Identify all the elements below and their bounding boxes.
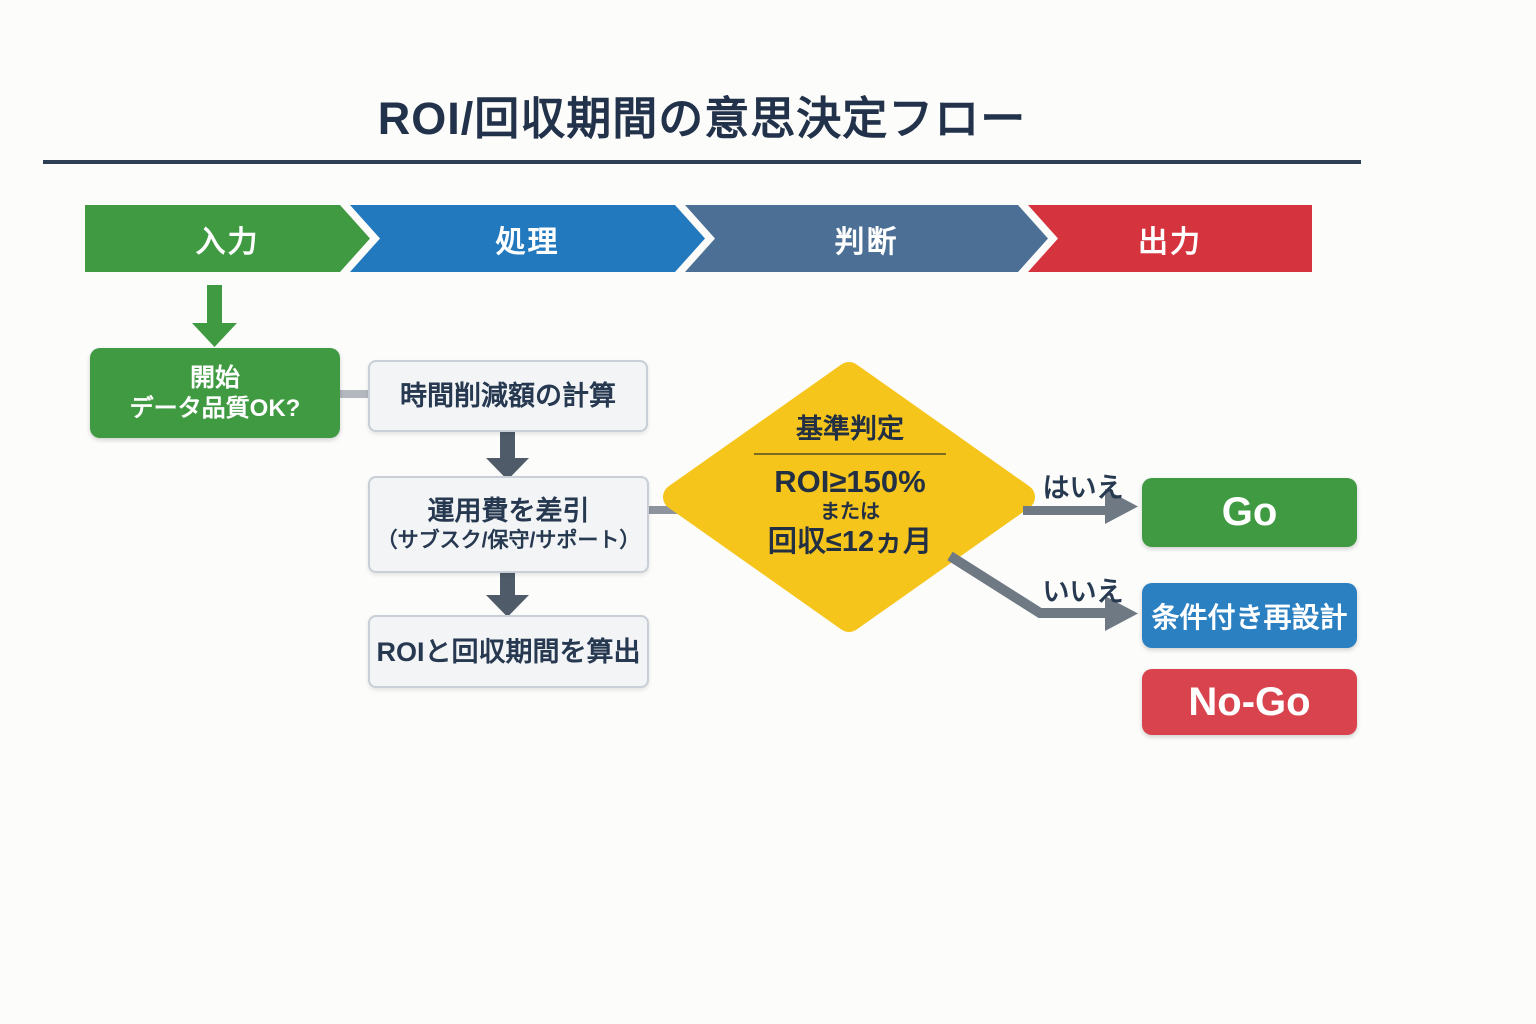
title-underline — [43, 160, 1361, 164]
process-node-deduct-costs-label: 運用費を差引 — [427, 495, 590, 526]
process-node-roi-calc: ROIと回収期間を算出 — [368, 615, 649, 688]
lane-output: 出力 — [1028, 205, 1312, 272]
decision-condition-roi: ROI≥150% — [774, 464, 926, 499]
arrow-process2-process3 — [486, 573, 529, 617]
decision-title: 基準判定 — [796, 414, 904, 444]
lane-decision-label: 判断 — [834, 225, 899, 259]
process-node-deduct-costs-detail: （サブスク/保守/サポート） — [376, 528, 641, 552]
arrow-yes-branch — [1023, 489, 1138, 524]
arrow-input-to-start — [192, 285, 237, 347]
lane-process: 処理 — [350, 205, 705, 272]
decision-condition-payback: 回収≤12ヵ月 — [767, 526, 933, 558]
yes-branch-label: はいえ — [1042, 473, 1124, 503]
decision-divider — [754, 453, 946, 455]
decision-diamond — [663, 362, 1035, 632]
decision-node-text: 基準判定 ROI≥150% または 回収≤12ヵ月 — [699, 413, 1001, 560]
start-node-question: データ品質OK? — [129, 395, 301, 422]
connector-start-process1 — [338, 390, 370, 398]
output-node-go-label: Go — [1221, 490, 1278, 534]
process-node-time-savings: 時間削減額の計算 — [368, 360, 648, 432]
process-node-time-savings-label: 時間削減額の計算 — [400, 381, 616, 411]
start-node: 開始 データ品質OK? — [90, 348, 340, 438]
no-branch-label: いいえ — [1042, 577, 1124, 607]
output-node-go: Go — [1142, 478, 1357, 547]
output-node-redesign-label: 条件付き再設計 — [1151, 601, 1348, 633]
lane-decision: 判断 — [685, 205, 1048, 272]
start-node-title: 開始 — [189, 364, 240, 392]
lane-output-label: 出力 — [1138, 225, 1202, 259]
arrow-process1-process2 — [486, 432, 529, 480]
title-wrap: ROI/回収期間の意思決定フロー — [43, 90, 1361, 148]
process-node-deduct-costs: 運用費を差引 （サブスク/保守/サポート） — [368, 476, 649, 573]
process-node-roi-calc-label: ROIと回収期間を算出 — [376, 636, 641, 667]
decision-or: または — [820, 501, 880, 523]
output-node-redesign: 条件付き再設計 — [1142, 583, 1357, 648]
output-node-nogo: No-Go — [1142, 669, 1357, 735]
arrow-no-branch — [947, 551, 1138, 631]
lane-process-label: 処理 — [495, 225, 560, 259]
lane-input: 入力 — [85, 205, 370, 272]
output-node-nogo-label: No-Go — [1188, 679, 1311, 724]
lane-input-label: 入力 — [195, 225, 260, 259]
page-title: ROI/回収期間の意思決定フロー — [377, 93, 1027, 144]
